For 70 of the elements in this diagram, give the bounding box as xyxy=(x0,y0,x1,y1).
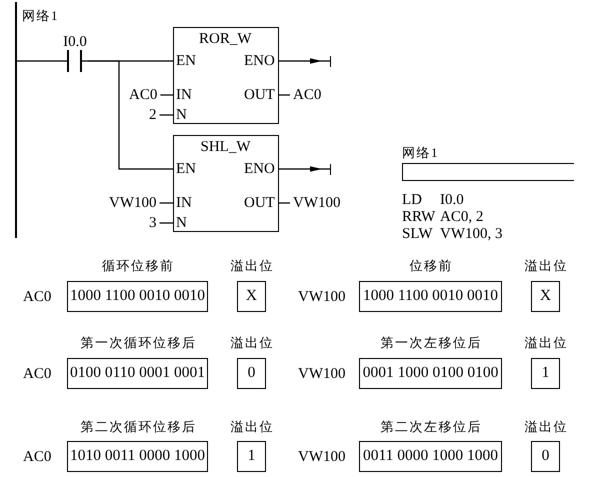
overflow-bit-box: 0 xyxy=(237,358,266,389)
instruction-text: VW100, 3 xyxy=(440,226,502,242)
block-title: SHL_W xyxy=(200,139,250,155)
network-title: 网络1 xyxy=(22,8,59,24)
arrow xyxy=(279,166,330,172)
overflow-bit-box: 1 xyxy=(531,358,560,389)
pin-label: N xyxy=(176,106,187,122)
network-title: 网络1 xyxy=(402,145,439,161)
overflow-bit-box: 0 xyxy=(531,441,560,472)
register-box: 0100 0110 0001 0001 xyxy=(67,358,208,389)
column-heading: 溢出位 xyxy=(230,258,274,274)
function-block xyxy=(173,27,279,124)
overflow-bit-box: X xyxy=(237,281,266,312)
arrow xyxy=(279,58,330,64)
operand-label: VW100 xyxy=(106,195,160,211)
pin-label: OUT xyxy=(244,86,275,102)
column-heading: 第一次循环位移后 xyxy=(80,335,196,351)
register-name: VW100 xyxy=(298,288,346,304)
register-name: AC0 xyxy=(23,448,52,464)
instruction-text: RRW xyxy=(402,209,436,225)
pin-label: EN xyxy=(176,160,196,176)
block-title: ROR_W xyxy=(199,31,252,47)
register-box: 0011 0000 1000 1000 xyxy=(359,441,502,472)
register-name: AC0 xyxy=(23,288,52,304)
connection-line xyxy=(160,114,173,116)
column-heading: 溢出位 xyxy=(230,419,274,435)
connection-line xyxy=(160,222,173,224)
column-heading: 溢出位 xyxy=(230,335,274,351)
register-box: 1000 1100 0010 0010 xyxy=(67,281,208,312)
function-block xyxy=(173,135,279,232)
instruction-text: SLW xyxy=(402,226,433,242)
connection-line xyxy=(279,94,290,96)
operand-label: 2 xyxy=(146,107,160,123)
register-box: 1000 1100 0010 0010 xyxy=(359,281,502,312)
instruction-text: AC0, 2 xyxy=(440,209,484,225)
register-box: 0001 1000 0100 0100 xyxy=(359,358,502,389)
pin-label: ENO xyxy=(244,52,275,68)
instruction-text: I0.0 xyxy=(440,192,464,208)
operand-label: AC0 xyxy=(290,87,324,103)
column-heading: 循环位移前 xyxy=(102,258,174,274)
pin-label: EN xyxy=(176,52,196,68)
register-name: AC0 xyxy=(23,366,52,382)
pin-label: ENO xyxy=(244,160,275,176)
column-heading: 溢出位 xyxy=(524,419,568,435)
connection-line xyxy=(279,202,290,204)
register-name: VW100 xyxy=(298,366,346,382)
operand-label: AC0 xyxy=(126,87,160,103)
overflow-bit-box: 1 xyxy=(237,441,266,472)
column-heading: 第二次循环位移后 xyxy=(80,419,196,435)
connection-line xyxy=(160,94,173,96)
connection-line xyxy=(16,60,62,62)
column-heading: 第二次左移位后 xyxy=(380,419,482,435)
instruction-text: LD xyxy=(402,192,422,208)
connection-line xyxy=(160,202,173,204)
pin-label: IN xyxy=(176,194,192,210)
column-heading: 溢出位 xyxy=(524,335,568,351)
register-box: 1010 0011 0000 1000 xyxy=(67,441,208,472)
overflow-bit-box: X xyxy=(531,281,560,312)
network-box xyxy=(402,163,574,181)
column-heading: 位移前 xyxy=(409,258,453,274)
pin-label: IN xyxy=(176,86,192,102)
column-heading: 溢出位 xyxy=(524,258,568,274)
connection-line xyxy=(88,60,173,170)
operand-label: VW100 xyxy=(290,195,344,211)
contact-label: I0.0 xyxy=(62,34,88,50)
operand-label: 3 xyxy=(146,215,160,231)
pin-label: OUT xyxy=(244,194,275,210)
register-name: VW100 xyxy=(298,448,346,464)
column-heading: 第一次左移位后 xyxy=(380,335,482,351)
pin-label: N xyxy=(176,214,187,230)
